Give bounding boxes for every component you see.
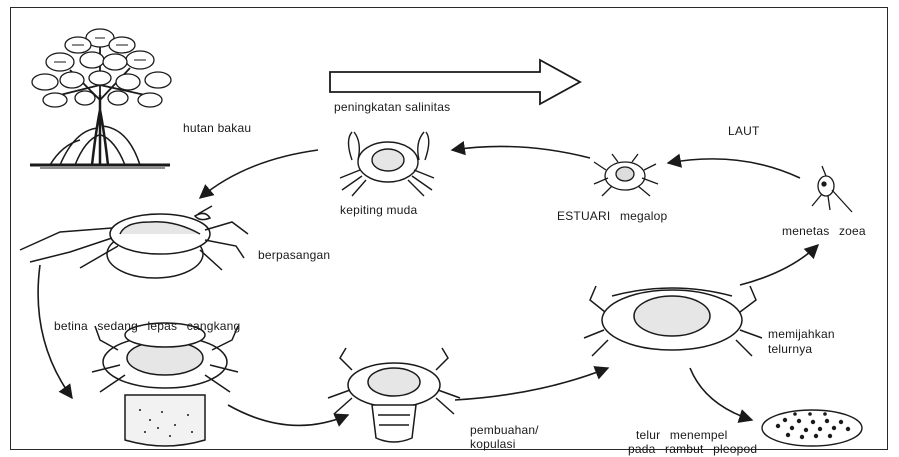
arrow-molting-to-fertilization [228, 405, 348, 425]
label-spawning-line2: telurnya [768, 342, 812, 356]
label-hatch: menetas zoea [782, 224, 866, 238]
arrow-fertilization-to-spawning [455, 368, 608, 400]
arrow-juvenile-to-mating [200, 150, 318, 198]
salinity-arrow-icon [330, 60, 580, 104]
label-eggs-line1: telur menempel [636, 428, 728, 442]
mating-crabs-icon [20, 206, 248, 278]
label-spawning-line1: memijahkan [768, 327, 835, 341]
label-mating: berpasangan [258, 248, 330, 262]
label-molting: betina sedang lepas cangkang [54, 319, 240, 333]
megalopa-icon [594, 154, 658, 196]
label-mangrove: hutan bakau [183, 121, 251, 135]
molting-crab-icon [92, 323, 238, 446]
arrow-spawning-to-hatch [740, 245, 818, 285]
label-sea: LAUT [728, 124, 759, 138]
label-fertilization-line2: kopulasi [470, 437, 516, 451]
mangrove-tree-icon [30, 29, 171, 168]
label-fertilization-line1: pembuahan/ [470, 423, 539, 437]
spawning-crab-icon [584, 286, 762, 356]
label-salinity: peningkatan salinitas [334, 100, 450, 114]
fertilization-crab-icon [328, 348, 460, 442]
label-juvenile: kepiting muda [340, 203, 417, 217]
juvenile-crab-icon [340, 132, 434, 196]
egg-cluster-icon [762, 410, 862, 446]
label-eggs-line2: pada rambut pleopod [628, 442, 757, 456]
arrow-megalopa-to-juvenile [452, 146, 590, 158]
zoea-icon [812, 166, 852, 212]
arrow-zoea-to-megalopa [668, 159, 800, 178]
arrow-spawning-to-eggs [690, 368, 752, 420]
label-estuary: ESTUARI megalop [557, 209, 667, 223]
